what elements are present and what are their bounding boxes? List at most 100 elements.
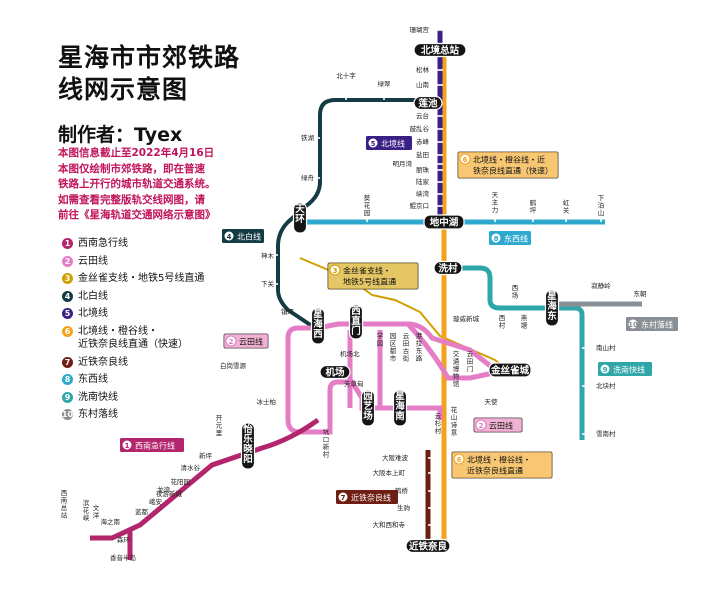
station-label: 学园 xyxy=(377,331,384,348)
line-tag-label: 北白线 xyxy=(237,232,261,242)
hub-label: 星海南 xyxy=(395,391,405,422)
line-tag-number: 5 xyxy=(371,140,376,148)
station-labels: 珊瑚宫松林山南云台鼓乱谷赤峰盐田明月湾丽珠陆家峡湾鲲京口北十字绿翠铁湖绿舟神木下… xyxy=(61,25,647,562)
legend-line-text: 西南急行线 xyxy=(78,238,128,249)
hub-label: 机场 xyxy=(325,367,345,379)
hub-label: 怡乐晓阳 xyxy=(243,423,253,465)
line-tag-number: 3 xyxy=(333,267,338,275)
line-tag-number: 6 xyxy=(457,456,462,464)
hub-station: 莲池 xyxy=(413,95,443,111)
note-line: 前往《星海轨道交通网络示意图》 xyxy=(58,209,216,221)
station-label: 珊瑚宫 xyxy=(410,25,430,34)
legend-line-name: 北境线・橙谷线・近铁奈良线直通（快速） xyxy=(78,325,188,351)
hub-label: 莲池 xyxy=(418,98,438,110)
station-label: 峡湾 xyxy=(416,189,430,198)
station-label: 机场北 xyxy=(340,349,360,358)
line-tag-number: 9 xyxy=(603,366,608,374)
note-line: 如需查看完整版轨交线网图，请 xyxy=(58,193,205,206)
station-label: 花山诗意 xyxy=(451,405,458,437)
line-tag-label: 东村落线 xyxy=(641,320,673,330)
legend-line-text: 东西线 xyxy=(78,374,108,385)
hub-label: 金丝雀城 xyxy=(490,365,530,377)
station-label: 港拉东路 xyxy=(416,331,423,363)
legend-line-text: 北境线 xyxy=(78,308,108,319)
legend-line-number: 9 xyxy=(62,391,73,403)
station-label: 盐田 xyxy=(416,150,429,159)
line-tag-number: 8 xyxy=(494,235,499,243)
legend-line-name: 洗南快线 xyxy=(78,391,118,404)
line-tag-number: 1 xyxy=(125,442,130,450)
line-9-path xyxy=(440,265,585,440)
station-label: 松林 xyxy=(416,65,430,74)
hub-label: 星海西 xyxy=(313,309,323,340)
line-tag-label: 近铁奈良线 xyxy=(351,493,391,503)
hub-station: 北境总站 xyxy=(413,42,467,58)
station-label: 燕塘 xyxy=(521,313,528,330)
hub-station: 机场 xyxy=(319,364,351,380)
station-label: 鲲京口 xyxy=(410,201,430,210)
legend-line-number: 10 xyxy=(61,409,74,420)
station-label: 新坪 xyxy=(199,451,213,460)
station-label: 铁湖 xyxy=(301,133,315,142)
station-label: 赤峰 xyxy=(416,137,430,146)
hub-label: 近铁奈良 xyxy=(409,541,448,553)
station-label: 璇威新城 xyxy=(453,314,480,323)
station-label: 园区都市 xyxy=(390,332,397,363)
legend-line-name: 近铁奈良线 xyxy=(78,356,128,369)
hub-station: 天环 xyxy=(292,202,308,234)
station-label: 清水谷 xyxy=(181,463,201,472)
station-label: 芳草甸 xyxy=(344,379,364,388)
legend-line-name: 云田线 xyxy=(78,255,108,268)
line-tag-label: 洗南快线 xyxy=(613,365,645,375)
hub-label: 天环 xyxy=(295,204,305,225)
legend-line-text: 洗南快线 xyxy=(78,391,118,403)
legend-line-number: 4 xyxy=(62,290,73,302)
note-line: 本图信息截止至2022年4月16日 xyxy=(58,147,215,159)
legend-line-number: 2 xyxy=(62,255,73,267)
station-label: 陆家 xyxy=(416,177,430,186)
legend-line-text: 北境线・橙谷线・ xyxy=(78,325,158,337)
hub-station: 地中湖 xyxy=(423,214,465,230)
station-label: 绿舟 xyxy=(301,173,315,182)
station-label: 冰士柏 xyxy=(257,397,277,406)
hub-station: 星海南 xyxy=(392,389,408,427)
legend-line-text: 近铁奈良线 xyxy=(78,356,128,368)
station-label: 下关 xyxy=(261,279,275,288)
station-label: 明月湾 xyxy=(393,159,413,168)
station-label: 鹤桥 xyxy=(395,486,409,495)
legend-line-number: 7 xyxy=(62,356,73,368)
legend-line-name: 北白线 xyxy=(78,290,108,303)
legend-line-name: 北境线 xyxy=(78,307,108,320)
station-label: 镇坪 xyxy=(281,307,295,316)
line-1-path xyxy=(90,417,320,541)
station-label: 南山村 xyxy=(596,343,616,352)
hub-station: 星海东 xyxy=(544,289,560,327)
note-line: 铁路上开行的城市轨道交通系统。 xyxy=(58,178,216,190)
line-tag-label: 北境线・橙谷线・近铁奈良线直通（快速） xyxy=(473,155,553,176)
station-label: 葵花园 xyxy=(364,193,371,217)
station-label: 生驹 xyxy=(397,503,411,512)
station-label: 北块村 xyxy=(596,381,616,390)
station-label: 寂静岭 xyxy=(591,281,611,290)
hub-station: 怡乐晓阳 xyxy=(240,422,256,470)
line-tag-number: 10 xyxy=(628,321,638,329)
legend-line-text: 东村落线 xyxy=(78,409,118,420)
station-label: 文洋 xyxy=(93,503,100,520)
station-label: 西场 xyxy=(512,284,519,300)
station-label: 下泊山 xyxy=(598,194,605,217)
